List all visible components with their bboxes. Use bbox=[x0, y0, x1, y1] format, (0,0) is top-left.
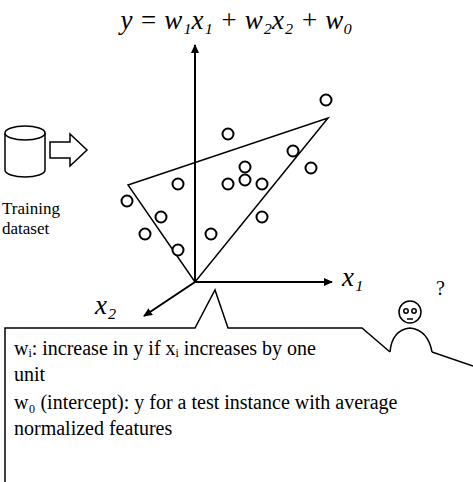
y-axis bbox=[194, 45, 196, 282]
callout-text: w₀ (intercept): y for a test instance wi… bbox=[14, 389, 466, 441]
callout-box: wᵢ: increase in y if xᵢ increases by one… bbox=[0, 280, 473, 482]
callout-border bbox=[5, 290, 390, 482]
equation-title: y = w₁x₁ + w₂x₂ + w₀ bbox=[0, 4, 473, 36]
database-icon bbox=[5, 126, 45, 177]
data-points bbox=[122, 95, 332, 256]
question-mark: ? bbox=[436, 276, 460, 300]
dataset-label: Training dataset bbox=[2, 199, 94, 239]
callout-outline bbox=[0, 280, 473, 482]
axis-label: x₁ bbox=[342, 262, 392, 292]
axis-label: x₂ bbox=[95, 290, 140, 320]
x1-axis bbox=[195, 281, 332, 283]
person-icon bbox=[390, 301, 473, 366]
regression-plane bbox=[128, 118, 328, 282]
callout-text: wᵢ: increase in y if xᵢ increases by one… bbox=[14, 335, 339, 387]
hollow-arrow bbox=[50, 134, 87, 166]
x2-axis bbox=[144, 282, 195, 316]
